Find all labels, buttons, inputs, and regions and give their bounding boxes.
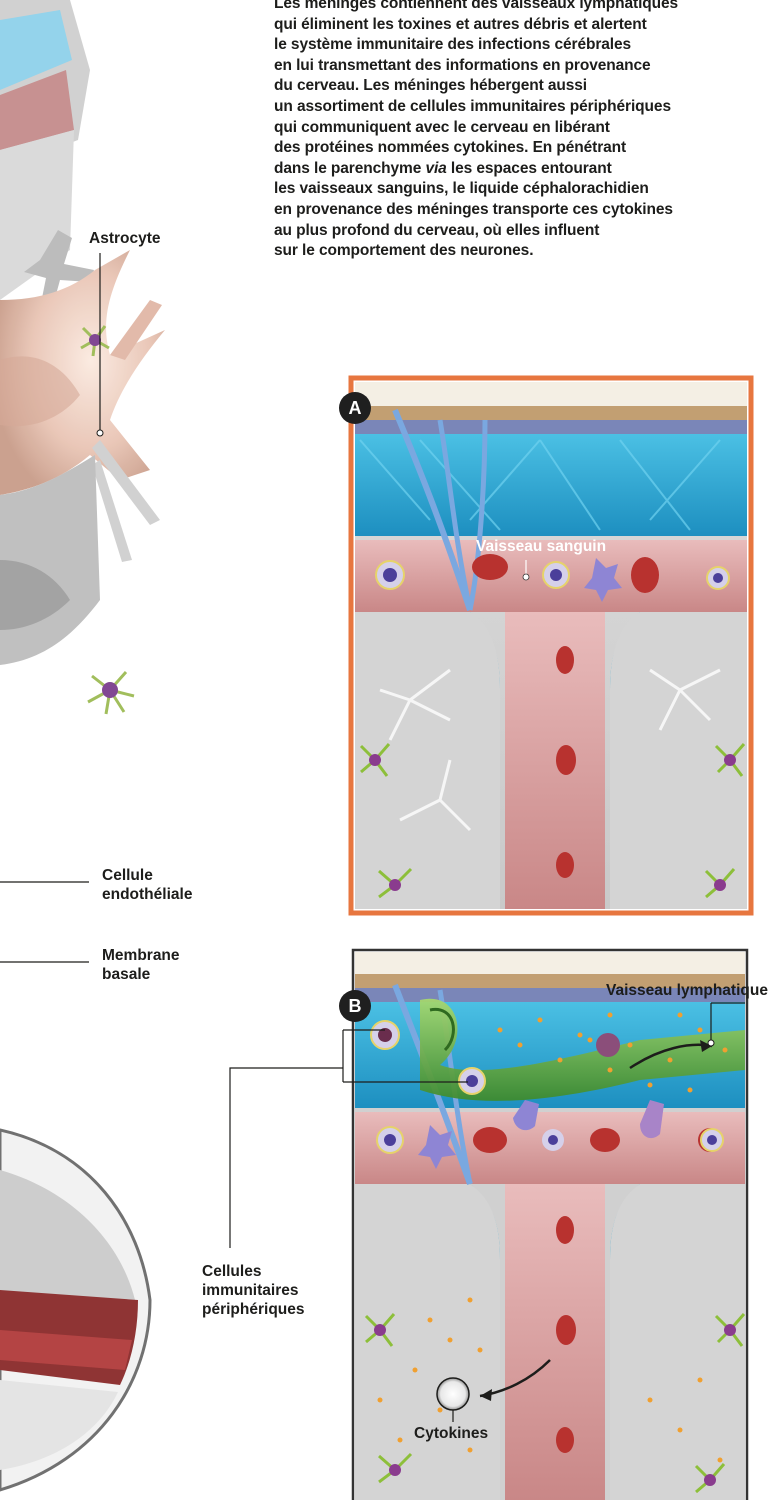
panel-a xyxy=(355,382,747,909)
panel-b xyxy=(355,952,745,1500)
intro-line: les vaisseaux sanguins, le liquide cépha… xyxy=(274,179,774,200)
astrocyte-label: Astrocyte xyxy=(89,229,161,248)
lymphatic-vessel-label: Vaisseau lymphatique xyxy=(606,981,768,1000)
intro-paragraph: Les méninges contiennent des vaisseaux l… xyxy=(274,0,774,262)
intro-line-mixed: dans le parenchyme via les espaces entou… xyxy=(274,159,774,180)
cytokines-label: Cytokines xyxy=(414,1424,488,1443)
panel-b-badge: B xyxy=(339,990,371,1022)
panel-a-badge: A xyxy=(339,392,371,424)
intro-line: en provenance des méninges transporte ce… xyxy=(274,200,774,221)
basal-membrane-label: Membrane basale xyxy=(102,946,180,984)
intro-line: des protéines nommées cytokines. En péné… xyxy=(274,138,774,159)
microglia-left-2 xyxy=(88,672,134,714)
intro-line: qui communiquent avec le cerveau en libé… xyxy=(274,118,774,139)
intro-line: du cerveau. Les méninges hébergent aussi xyxy=(274,76,774,97)
endothelial-cell-label: Cellule endothéliale xyxy=(102,866,192,904)
intro-line: Les méninges contiennent des vaisseaux l… xyxy=(274,0,774,15)
intro-line: en lui transmettant des informations en … xyxy=(274,56,774,77)
intro-line: un assortiment de cellules immunitaires … xyxy=(274,97,774,118)
intro-line: sur le comportement des neurones. xyxy=(274,241,774,262)
intro-line: le système immunitaire des infections cé… xyxy=(274,35,774,56)
intro-line: qui éliminent les toxines et autres débr… xyxy=(274,15,774,36)
left-background xyxy=(0,0,165,1490)
blood-vessel-label: Vaisseau sanguin xyxy=(476,537,606,556)
peripheral-immune-cells-label: Cellules immunitaires périphériques xyxy=(202,1262,305,1319)
intro-line: au plus profond du cerveau, où elles inf… xyxy=(274,221,774,242)
